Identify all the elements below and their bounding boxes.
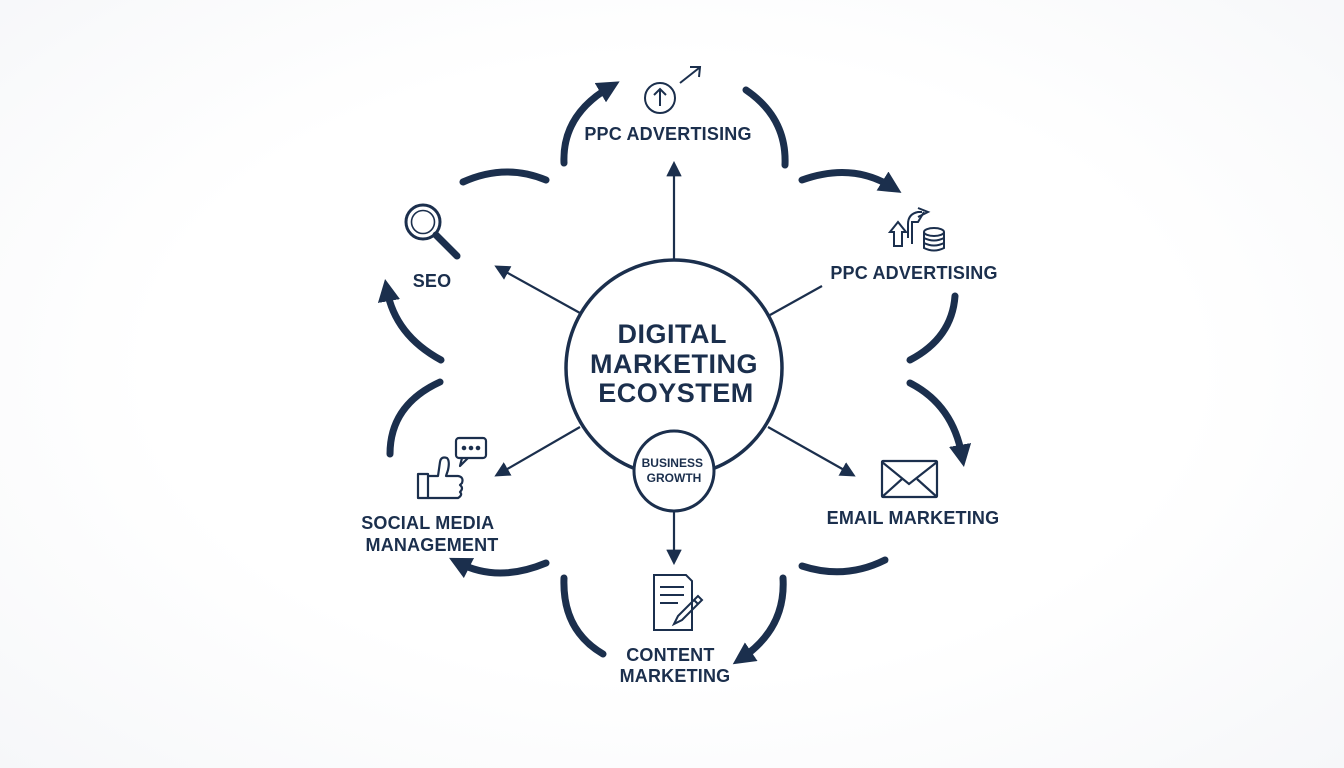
arc-content-to-social	[449, 557, 550, 579]
node-ppc-right: PPC ADVERTISING	[830, 207, 997, 283]
spoke-social	[494, 426, 581, 477]
business-growth-line-2: GROWTH	[647, 471, 702, 485]
hub-title-line-1: DIGITAL	[617, 319, 726, 349]
node-social: SOCIAL MEDIA MANAGEMENT	[361, 436, 499, 555]
arc-seo-to-ppc-top	[560, 81, 620, 167]
email-label: EMAIL MARKETING	[827, 508, 1000, 528]
business-growth-label: BUSINESS GROWTH	[642, 456, 707, 485]
arrow-up-circle-icon	[644, 66, 702, 114]
spoke-email	[767, 426, 856, 477]
node-content: CONTENT MARKETING	[620, 574, 731, 686]
hub-title-line-2: MARKETING	[590, 349, 758, 379]
content-label: CONTENT MARKETING	[620, 645, 731, 686]
arc-email-lower-segment	[798, 556, 889, 576]
node-email: EMAIL MARKETING	[827, 459, 1000, 528]
arc-top-right-segment	[742, 86, 789, 169]
node-seo: SEO	[404, 203, 461, 291]
document-pen-icon	[653, 574, 704, 631]
ppc-right-label: PPC ADVERTISING	[830, 263, 997, 283]
business-growth-circle	[632, 429, 716, 513]
node-ppc-top: PPC ADVERTISING	[584, 66, 751, 144]
spoke-ppc-right	[769, 285, 823, 316]
magnifier-icon	[404, 203, 461, 260]
growth-coins-icon	[887, 207, 945, 252]
arc-content-left-segment	[560, 574, 607, 658]
arc-email-to-content	[732, 574, 787, 665]
social-label: SOCIAL MEDIA MANAGEMENT	[361, 513, 499, 555]
ppc-top-label: PPC ADVERTISING	[584, 124, 751, 144]
hub-title: DIGITAL MARKETING ECOYSTEM	[590, 319, 766, 408]
arc-seo-lower-segment	[377, 278, 445, 364]
hub-title-line-3: ECOYSTEM	[598, 378, 754, 408]
arc-right-upper-segment	[906, 292, 959, 364]
hub-spokes	[494, 160, 856, 566]
thumbs-up-chat-icon	[416, 436, 488, 500]
hub: DIGITAL MARKETING ECOYSTEM BUSINESS GROW…	[564, 258, 784, 513]
business-growth-line-1: BUSINESS	[642, 456, 703, 470]
envelope-icon	[880, 459, 939, 499]
arc-ppc-top-to-ppc-right	[798, 168, 902, 193]
arc-ppc-right-to-email	[906, 379, 972, 468]
spoke-seo	[494, 265, 581, 314]
arc-seo-upper-segment	[459, 168, 550, 186]
cycle-arcs	[377, 81, 972, 665]
seo-label: SEO	[413, 271, 452, 291]
arc-social-upper-segment	[386, 378, 444, 458]
